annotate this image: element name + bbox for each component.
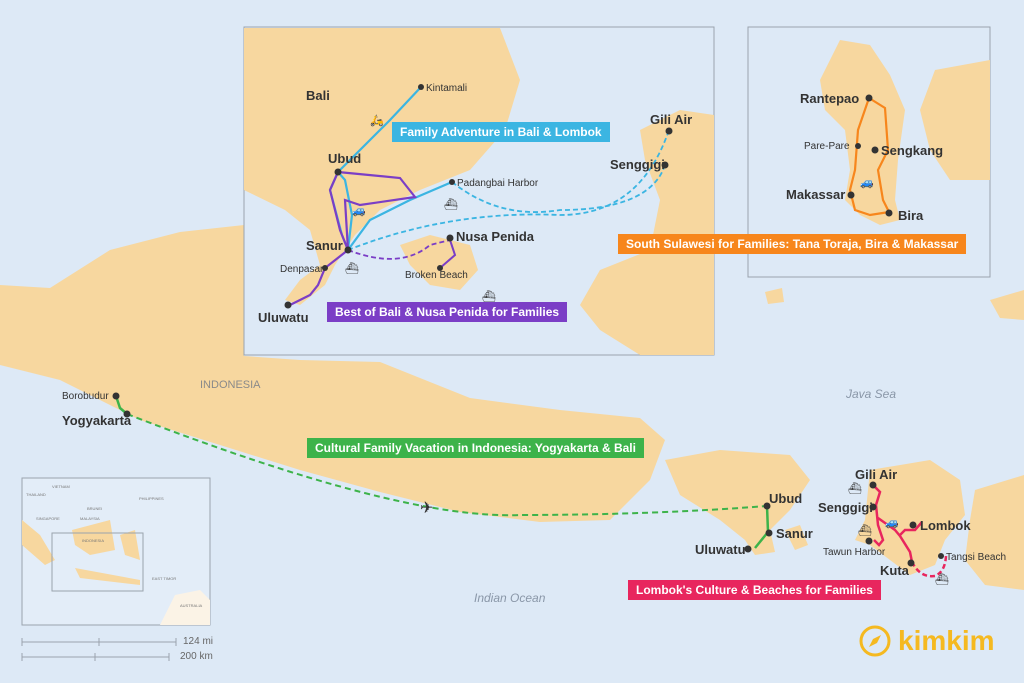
label-pare-pare: Pare-Pare	[804, 141, 850, 152]
label-yogyakarta: Yogyakarta	[62, 413, 132, 428]
label-inset-senggigi: Senggigi	[610, 157, 665, 172]
car-icon: 🚙	[352, 205, 366, 217]
overview-singapore: SINGAPORE	[36, 516, 60, 521]
label-kintamali: Kintamali	[426, 83, 467, 94]
label-sengkang: Sengkang	[881, 143, 943, 158]
car-icon: 🚙	[860, 177, 874, 189]
nusa-island	[785, 525, 808, 550]
route-label-south-sulawesi[interactable]: South Sulawesi for Families: Tana Toraja…	[618, 234, 967, 254]
label-tawun-harbor: Tawun Harbor	[823, 547, 886, 558]
lombok-island	[855, 460, 965, 575]
main-dots	[112, 392, 944, 567]
ferry-icon: ⛴	[482, 290, 496, 303]
label-borobudur: Borobudur	[62, 391, 109, 402]
route-label-bali-nusa-penida[interactable]: Best of Bali & Nusa Penida for Families	[327, 302, 568, 322]
label-tangsi-beach: Tangsi Beach	[946, 552, 1006, 563]
label-rantepao: Rantepao	[800, 91, 859, 106]
overview-indonesia: INDONESIA	[82, 538, 104, 543]
label-inset-sanur: Sanur	[306, 238, 343, 253]
label-denpasar: Denpasar	[280, 264, 324, 275]
label-inset-ubud: Ubud	[328, 151, 361, 166]
plane-icon: ✈	[420, 500, 433, 517]
overview-map: VIETNAM THAILAND BRUNEI MALAYSIA SINGAPO…	[21, 477, 211, 626]
overview-malaysia: MALAYSIA	[80, 516, 100, 521]
scooter-icon: 🛵	[370, 114, 384, 127]
overview-vietnam: VIETNAM	[52, 484, 70, 489]
route-label-lombok-culture[interactable]: Lombok's Culture & Beaches for Families	[628, 580, 881, 600]
kimkim-logo[interactable]: kimkim	[858, 624, 995, 658]
label-uluwatu: Uluwatu	[695, 542, 746, 557]
ferry-icon: ⛴	[858, 524, 872, 537]
compass-icon	[859, 625, 891, 657]
scale-km: 200 km	[180, 651, 213, 662]
overview-east-timor: EAST TIMOR	[152, 576, 176, 581]
label-broken-beach: Broken Beach	[405, 270, 468, 281]
ferry-icon: ⛴	[345, 262, 359, 275]
overview-brunei: BRUNEI	[87, 506, 102, 511]
label-bali: Bali	[306, 88, 330, 103]
label-kuta: Kuta	[880, 563, 910, 578]
label-inset-uluwatu: Uluwatu	[258, 310, 309, 325]
route-label-cultural-vacation[interactable]: Cultural Family Vacation in Indonesia: Y…	[307, 438, 644, 458]
label-makassar: Makassar	[786, 187, 845, 202]
label-inset-gili-air: Gili Air	[650, 112, 692, 127]
inset-bali-lombok[interactable]: Bali Kintamali Ubud Padangbai Harbor San…	[243, 26, 715, 356]
sumbawa-island	[965, 475, 1024, 590]
overview-thailand: THAILAND	[26, 492, 46, 497]
label-gili-air: Gili Air	[855, 467, 897, 482]
route-lombok-culture[interactable]	[872, 484, 948, 578]
small-island	[765, 288, 784, 304]
ferry-icon: ⛴	[848, 482, 862, 495]
region-indian-ocean: Indian Ocean	[474, 591, 546, 605]
scale-bar	[21, 638, 177, 661]
overview-australia: AUSTRALIA	[180, 603, 203, 608]
region-java-sea: Java Sea	[845, 387, 896, 401]
ferry-and-car-icons: ⛴ ⛴ ⛴ ⛴ ⛴ ⛴ 🚙 🚙 🚙 🛵	[345, 114, 949, 586]
label-ubud: Ubud	[769, 491, 802, 506]
label-padangbai: Padangbai Harbor	[457, 178, 539, 189]
scale-miles: 124 mi	[183, 636, 214, 647]
label-sanur: Sanur	[776, 526, 813, 541]
main-labels: Borobudur Yogyakarta Ubud Sanur Uluwatu …	[62, 391, 1006, 578]
car-icon: 🚙	[885, 517, 899, 529]
logo-text: kimkim	[898, 625, 995, 656]
bali-island	[665, 450, 810, 555]
label-senggigi: Senggigi	[818, 500, 873, 515]
label-bira: Bira	[898, 208, 924, 223]
region-indonesia: INDONESIA	[200, 379, 261, 391]
label-lombok: Lombok	[920, 518, 971, 533]
ferry-icon: ⛴	[444, 198, 458, 211]
small-island-2	[990, 290, 1024, 320]
label-nusa-penida: Nusa Penida	[456, 229, 535, 244]
overview-philippines: PHILIPPINES	[139, 496, 164, 501]
route-label-family-adventure[interactable]: Family Adventure in Bali & Lombok	[392, 122, 610, 142]
ferry-icon: ⛴	[935, 573, 949, 586]
